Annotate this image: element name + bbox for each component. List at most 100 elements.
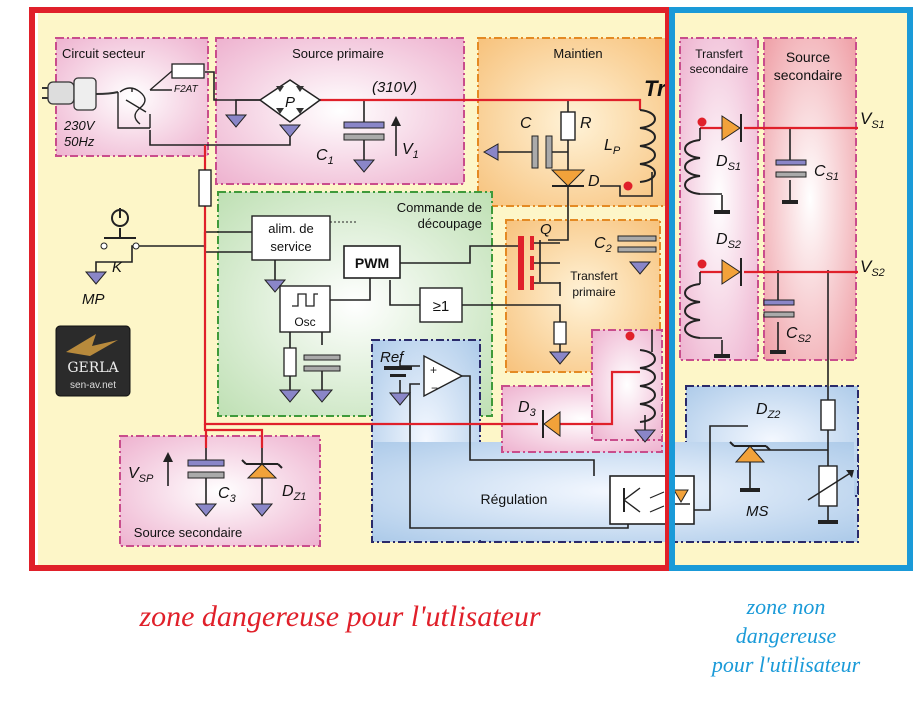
diode-d3: D3: [518, 399, 561, 438]
vsp-arrow: VSP: [128, 452, 173, 486]
svg-text:secondaire: secondaire: [690, 62, 749, 76]
diode-ds2: DS2: [716, 231, 742, 286]
or-gate-box: ≥1: [419, 287, 463, 323]
capacitor-cs2: CS2: [763, 299, 811, 345]
inductor-lp: LP: [604, 109, 656, 191]
safe-caption-line-3: pour l'utilisateur: [711, 652, 861, 677]
svg-text:D: D: [588, 173, 600, 190]
svg-text:secondaire: secondaire: [774, 67, 843, 83]
v1-arrow: V1: [391, 116, 419, 161]
svg-text:PWM: PWM: [355, 255, 389, 271]
svg-text:Q: Q: [540, 221, 552, 238]
mains-filter-icon: [117, 87, 151, 129]
svg-text:Transfert: Transfert: [695, 47, 743, 61]
svg-text:découpage: découpage: [418, 216, 482, 231]
vs2-label: VS2: [860, 257, 885, 279]
ground-bar: [714, 354, 730, 358]
svg-text:DS2: DS2: [716, 231, 741, 251]
ground-icon: [482, 143, 499, 161]
gerla-logo: GERLA sen-av.net: [55, 325, 131, 397]
svg-text:C1: C1: [316, 147, 334, 167]
capacitor-c-maintien: C: [520, 115, 553, 169]
diode-ds1: DS1: [716, 114, 742, 173]
resistor-r: R: [560, 111, 592, 141]
inductor-aux: [625, 331, 656, 423]
capacitor-osc: [303, 354, 341, 372]
safe-zone-frame: [669, 7, 913, 571]
ground-bar: [770, 350, 786, 354]
op-amp-icon: + −: [423, 354, 464, 398]
capacitor-c1: C1: [316, 121, 385, 167]
ms-label: MS: [746, 503, 769, 520]
svg-text:GERLA: GERLA: [67, 360, 119, 376]
secondary-winding-1: [684, 117, 722, 195]
svg-text:Transfert: Transfert: [570, 269, 618, 283]
zener-dz1: DZ1: [241, 459, 306, 503]
svg-text:Osc: Osc: [294, 315, 315, 329]
block-source-secondaire-right: Source secondaire: [763, 37, 857, 361]
wires-black: [95, 71, 829, 529]
mp-label: MP: [82, 291, 105, 308]
svg-text:Régulation: Régulation: [481, 491, 548, 507]
svg-text:alim. de: alim. de: [268, 221, 314, 236]
oscillator-box: Osc: [279, 285, 331, 333]
svg-text:DZ2: DZ2: [756, 401, 780, 421]
svg-text:C: C: [520, 115, 532, 132]
svg-text:−: −: [431, 381, 438, 395]
danger-zone-frame: [29, 7, 671, 571]
ground-bar: [818, 520, 838, 524]
svg-text:R: R: [580, 115, 592, 132]
mains-voltage-label: 230V: [63, 118, 96, 133]
svg-text:Commande de: Commande de: [397, 200, 482, 215]
danger-zone-caption: zone dangereuse pour l'utlisateur: [139, 600, 541, 633]
svg-text:CS1: CS1: [814, 163, 839, 183]
diode-d: D: [550, 169, 600, 190]
svg-text:sen-av.net: sen-av.net: [70, 380, 116, 391]
svg-text:Source primaire: Source primaire: [292, 46, 384, 61]
svg-text:Source secondaire: Source secondaire: [134, 525, 242, 540]
svg-text:DS1: DS1: [716, 153, 741, 173]
svg-text:K: K: [112, 259, 123, 276]
zener-dz2: DZ2: [729, 401, 780, 463]
svg-text:primaire: primaire: [572, 285, 616, 299]
svg-text:≥1: ≥1: [433, 298, 450, 315]
block-d3: [501, 329, 663, 453]
svg-text:Maintien: Maintien: [553, 46, 602, 61]
mains-plug-icon: [42, 77, 119, 111]
safe-caption-line-1: zone non: [746, 594, 826, 619]
ground-bar: [782, 200, 798, 204]
resistor-startup: [198, 169, 212, 207]
svg-text:C3: C3: [218, 485, 237, 505]
power-switch-k: K: [100, 208, 140, 276]
svg-text:P: P: [285, 94, 295, 111]
alim-service-box: alim. de service: [251, 215, 356, 261]
block-transfert-secondaire: Transfert secondaire: [679, 37, 759, 361]
svg-text:+: +: [430, 363, 437, 377]
svg-text:LP: LP: [604, 137, 621, 157]
safe-caption-line-2: dangereuse: [735, 623, 837, 648]
ground-bar: [740, 488, 760, 492]
svg-text:Source: Source: [786, 49, 831, 65]
capacitor-c3: C3: [187, 459, 237, 505]
svg-text:V1: V1: [402, 141, 419, 161]
fuse-icon: F2AT: [149, 63, 205, 95]
capacitor-c2: C2: [594, 235, 657, 255]
transformer-label: Tr: [644, 76, 667, 101]
mains-freq-label: 50Hz: [64, 134, 95, 149]
pwm-box: PWM: [343, 245, 401, 279]
secondary-winding-2: [684, 259, 722, 339]
svg-text:Ref: Ref: [380, 349, 405, 366]
svg-text:service: service: [270, 239, 311, 254]
capacitor-cs1: CS1: [775, 159, 839, 183]
svg-text:F2AT: F2AT: [174, 84, 199, 95]
optocoupler-icon: [609, 475, 695, 525]
vs1-label: VS1: [860, 109, 885, 131]
safe-zone-caption: zone non dangereuse pour l'utilisateur: [676, 592, 896, 679]
wires-red: [203, 98, 858, 448]
block-source-secondaire-left: Source secondaire: [119, 435, 321, 547]
resistor-sense: [553, 321, 567, 345]
block-source-primaire: Source primaire (310V): [215, 37, 465, 185]
svg-text:D3: D3: [518, 399, 537, 419]
svg-text:Circuit secteur: Circuit secteur: [62, 46, 146, 61]
